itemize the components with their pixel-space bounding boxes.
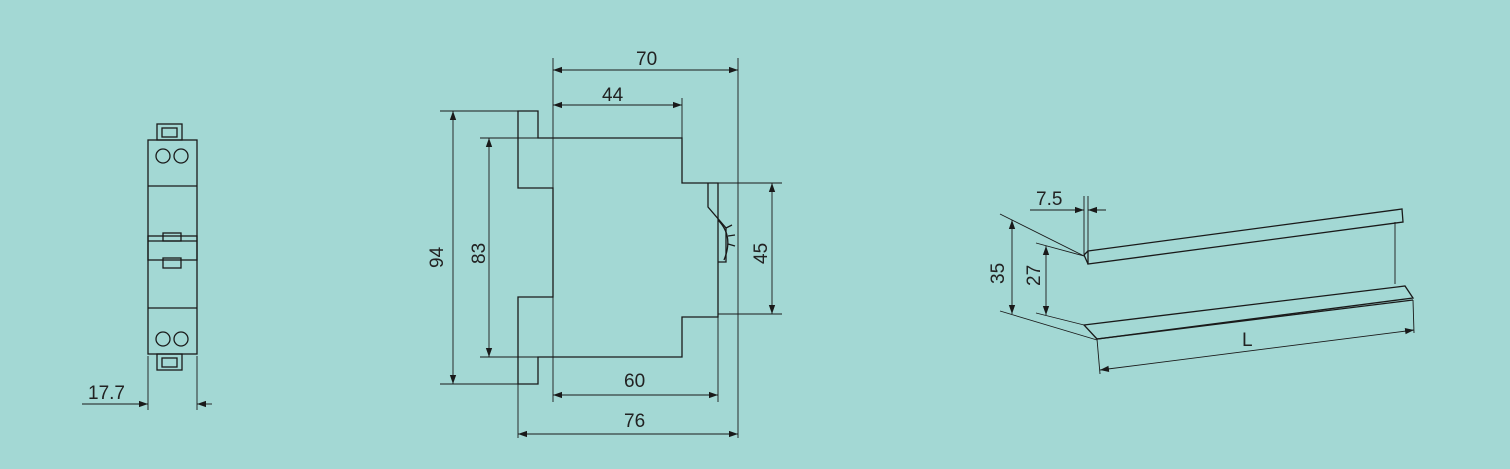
dim-70-label: 70 — [636, 49, 657, 70]
terminal-screw-icon — [155, 331, 171, 347]
dim-27-label: 27 — [1024, 265, 1045, 286]
dim-45-label: 45 — [751, 243, 772, 264]
din-rail: 7.5 35 27 L — [988, 189, 1415, 375]
dim-76-label: 76 — [624, 411, 645, 432]
bottom-clip — [156, 353, 183, 371]
module-body — [147, 139, 198, 355]
dim-width-label: 17.7 — [88, 383, 125, 404]
rail-bottom-flange — [1082, 285, 1415, 340]
side-view: 70 44 94 83 45 60 76 — [427, 49, 782, 438]
dim-44-label: 44 — [602, 85, 624, 106]
dim-94-label: 94 — [427, 246, 448, 268]
front-view: 17.7 — [82, 123, 212, 410]
lever-profile — [707, 183, 727, 263]
dim-7-5-label: 7.5 — [1036, 189, 1062, 210]
dim-60-label: 60 — [624, 371, 645, 392]
terminal-screw-icon — [173, 331, 189, 347]
dim-83-label: 83 — [469, 243, 490, 264]
module-side-outline — [517, 110, 719, 385]
dim-35-label: 35 — [988, 263, 1009, 284]
toggle-lever — [147, 235, 198, 261]
terminal-screw-icon — [155, 148, 171, 164]
rail-top-flange — [1087, 208, 1404, 265]
terminal-screw-icon — [173, 148, 189, 164]
dim-length-label: L — [1242, 330, 1253, 351]
